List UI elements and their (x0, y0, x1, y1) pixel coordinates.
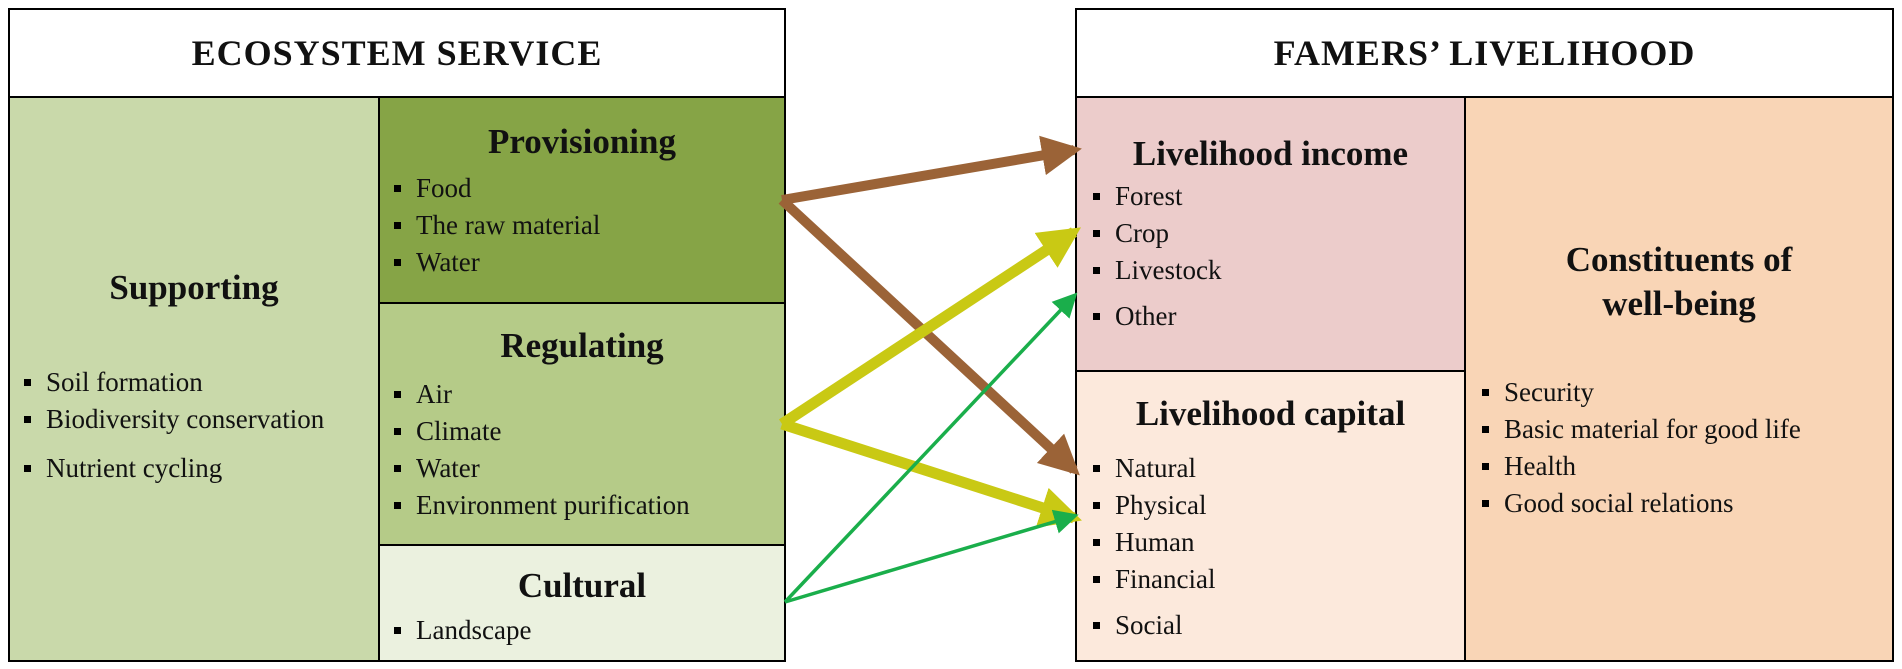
farmers-livelihood-title-text: FAMERS’ LIVELIHOOD (1273, 33, 1696, 73)
list-item: Human (1093, 524, 1215, 561)
regulating-heading: Regulating (500, 326, 664, 365)
provisioning-heading: Provisioning (487, 122, 676, 161)
livelihood-capital-list: Natural Physical Human Financial Social (1093, 450, 1215, 644)
livelihood-income-box: Livelihood income Forest Crop Livestock … (1075, 96, 1466, 372)
list-item: Landscape (394, 612, 531, 649)
arrow-provisioning-to-income (781, 135, 1082, 205)
list-item: Water (394, 450, 690, 487)
supporting-list: Soil formation Biodiversity conservation… (24, 364, 324, 487)
cultural-box: Cultural Landscape (378, 544, 786, 662)
list-item: Social (1093, 607, 1215, 644)
livelihood-income-list: Forest Crop Livestock Other (1093, 178, 1221, 335)
list-item: The raw material (394, 207, 600, 244)
list-item: Security (1482, 374, 1801, 411)
list-item: Nutrient cycling (24, 450, 324, 487)
livelihood-income-heading: Livelihood income (1132, 134, 1409, 173)
list-item: Water (394, 244, 600, 281)
regulating-box: Regulating Air Climate Water Environment… (378, 302, 786, 546)
list-item: Biodiversity conservation (24, 401, 324, 438)
list-item: Soil formation (24, 364, 324, 401)
list-item: Financial (1093, 561, 1215, 598)
arrow-provisioning-to-capital (778, 196, 1080, 476)
arrow-cultural-to-capital (784, 509, 1079, 604)
list-item: Good social relations (1482, 485, 1801, 522)
list-item: Environment purification (394, 487, 690, 524)
list-item: Food (394, 170, 600, 207)
ecosystem-service-title-text: ECOSYSTEM SERVICE (191, 33, 603, 73)
list-item: Forest (1093, 178, 1221, 215)
ecosystem-service-title: ECOSYSTEM SERVICE (8, 8, 786, 98)
supporting-box: Supporting Soil formation Biodiversity c… (8, 96, 380, 662)
list-item: Climate (394, 413, 690, 450)
regulating-list: Air Climate Water Environment purificati… (394, 376, 690, 524)
list-item: Physical (1093, 487, 1215, 524)
provisioning-box: Provisioning Food The raw material Water (378, 96, 786, 304)
list-item: Other (1093, 298, 1221, 335)
list-item: Livestock (1093, 252, 1221, 289)
list-item: Health (1482, 448, 1801, 485)
arrow-regulating-to-income (778, 227, 1081, 429)
livelihood-capital-box: Livelihood capital Natural Physical Huma… (1075, 370, 1466, 662)
supporting-heading: Supporting (109, 268, 279, 307)
list-item: Air (394, 376, 690, 413)
cultural-list: Landscape (394, 612, 531, 649)
well-being-heading-line2: well-being (1602, 284, 1756, 323)
provisioning-list: Food The raw material Water (394, 170, 600, 281)
livelihood-capital-heading: Livelihood capital (1135, 394, 1406, 433)
arrow-regulating-to-capital (780, 418, 1082, 528)
list-item: Basic material for good life (1482, 411, 1801, 448)
well-being-box: Constituents of well-being Security Basi… (1464, 96, 1894, 662)
list-item: Crop (1093, 215, 1221, 252)
arrow-cultural-to-income (783, 292, 1078, 604)
cultural-heading: Cultural (517, 566, 647, 605)
well-being-list: Security Basic material for good life He… (1482, 374, 1801, 522)
list-item: Natural (1093, 450, 1215, 487)
well-being-heading-line1: Constituents of (1565, 240, 1793, 279)
